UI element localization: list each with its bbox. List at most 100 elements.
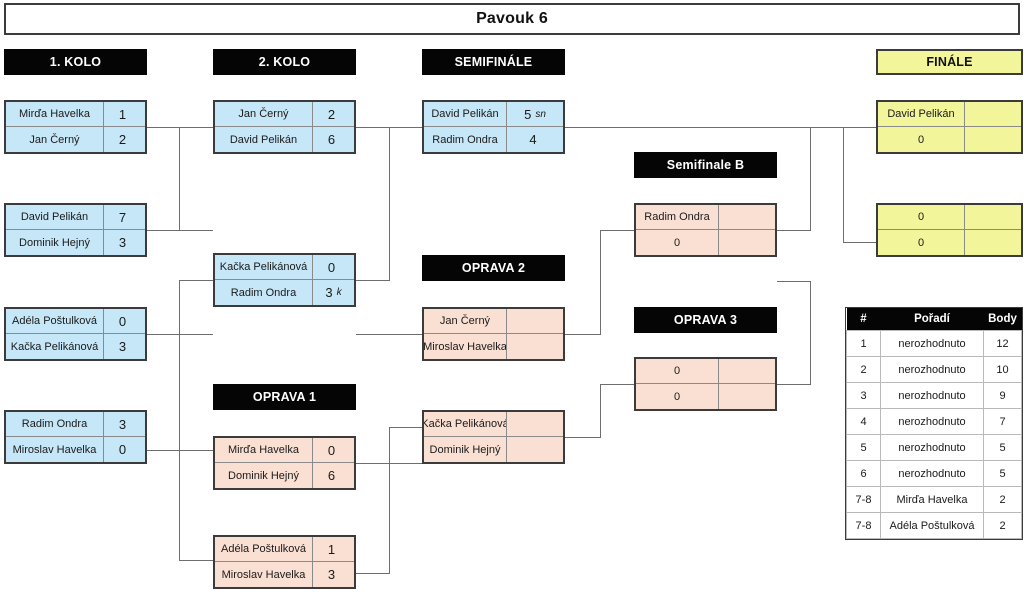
standings-points: 5 — [983, 434, 1022, 461]
score-value: 0 — [118, 313, 127, 329]
player-score — [507, 412, 563, 436]
match-row-bottom[interactable]: Dominik Hejný 6 — [215, 463, 354, 488]
match-box[interactable]: Adéla Poštulková 1 Miroslav Havelka 3 — [213, 535, 356, 589]
player-name: Radim Ondra — [424, 127, 507, 152]
connector-line — [810, 127, 811, 230]
match-box[interactable]: 0 0 — [634, 357, 777, 411]
standings-name: nerozhodnuto — [880, 434, 984, 461]
match-row-top[interactable]: David Pelikán 7 — [6, 205, 145, 230]
header-oprava-2: OPRAVA 2 — [422, 255, 565, 281]
table-row[interactable]: 7-8 Mirďa Havelka 2 — [846, 486, 1022, 513]
match-box[interactable]: David Pelikán 7 Dominik Hejný 3 — [4, 203, 147, 257]
score-value: 2 — [327, 106, 336, 122]
connector-line — [600, 384, 634, 385]
header-finale-label: FINÁLE — [926, 55, 973, 69]
match-row-bottom[interactable]: David Pelikán 6 — [215, 127, 354, 152]
standings-rank: 6 — [846, 460, 881, 487]
table-row[interactable]: 7-8 Adéla Poštulková 2 — [846, 512, 1022, 539]
connector-line — [600, 384, 601, 437]
score-value: 1 — [118, 106, 127, 122]
connector-line — [389, 427, 390, 573]
match-box[interactable]: Adéla Poštulková 0 Kačka Pelikánová 3 — [4, 307, 147, 361]
match-box[interactable]: Radim Ondra 3 Miroslav Havelka 0 — [4, 410, 147, 464]
player-name: Adéla Poštulková — [6, 309, 104, 333]
match-box[interactable]: Kačka Pelikánová Dominik Hejný — [422, 410, 565, 464]
connector-line — [147, 450, 213, 451]
player-name: Miroslav Havelka — [215, 562, 313, 587]
match-row-top[interactable]: Adéla Poštulková 0 — [6, 309, 145, 334]
match-row-bottom[interactable]: 0 — [878, 230, 1021, 255]
standings-name: nerozhodnuto — [880, 330, 984, 357]
table-row[interactable]: 1 nerozhodnuto 12 — [846, 330, 1022, 357]
score-value: 5 — [524, 106, 532, 122]
match-row-bottom[interactable]: Miroslav Havelka — [424, 334, 563, 359]
player-name: Kačka Pelikánová — [424, 412, 507, 436]
score-value: 7 — [118, 209, 127, 225]
page-title: Pavouk 6 — [476, 10, 548, 27]
score-value: 4 — [529, 132, 537, 147]
match-row-bottom[interactable]: Dominik Hejný — [424, 437, 563, 462]
match-box[interactable]: Mirďa Havelka 0 Dominik Hejný 6 — [213, 436, 356, 490]
score-value: 1 — [327, 541, 336, 557]
header-finale: FINÁLE — [876, 49, 1023, 75]
table-row[interactable]: 2 nerozhodnuto 10 — [846, 356, 1022, 383]
match-row-bottom[interactable]: Radim Ondra 4 — [424, 127, 563, 152]
player-name: Kačka Pelikánová — [215, 255, 313, 279]
player-name: Jan Černý — [424, 309, 507, 333]
match-row-top[interactable]: Adéla Poštulková 1 — [215, 537, 354, 562]
player-name: 0 — [878, 230, 965, 255]
match-row-bottom[interactable]: 0 — [636, 384, 775, 409]
match-box[interactable]: Jan Černý Miroslav Havelka — [422, 307, 565, 361]
player-score — [719, 359, 775, 383]
connector-line — [565, 334, 601, 335]
match-box[interactable]: Mirďa Havelka 1 Jan Černý 2 — [4, 100, 147, 154]
match-row-top[interactable]: Jan Černý — [424, 309, 563, 334]
match-row-top[interactable]: David Pelikán 5 sn — [424, 102, 563, 127]
match-box[interactable]: Jan Černý 2 David Pelikán 6 — [213, 100, 356, 154]
player-name: David Pelikán — [878, 102, 965, 126]
standings-name: nerozhodnuto — [880, 356, 984, 383]
match-row-bottom[interactable]: Dominik Hejný 3 — [6, 230, 145, 255]
player-name: Kačka Pelikánová — [6, 334, 104, 359]
player-score: 5 sn — [507, 102, 563, 126]
match-row-top[interactable]: Kačka Pelikánová — [424, 412, 563, 437]
table-row[interactable]: 4 nerozhodnuto 7 — [846, 408, 1022, 435]
standings-points: 12 — [983, 330, 1022, 357]
player-name: 0 — [636, 230, 719, 255]
match-row-bottom[interactable]: Jan Černý 2 — [6, 127, 145, 152]
header-round-1-label: 1. KOLO — [49, 55, 102, 69]
player-score: 6 — [313, 463, 354, 488]
match-row-bottom[interactable]: Miroslav Havelka 0 — [6, 437, 145, 462]
match-row-top[interactable]: 0 — [636, 359, 775, 384]
table-row[interactable]: 6 nerozhodnuto 5 — [846, 460, 1022, 487]
match-row-bottom[interactable]: Miroslav Havelka 3 — [215, 562, 354, 587]
player-score: 3 — [313, 562, 354, 587]
match-box[interactable]: David Pelikán 5 sn Radim Ondra 4 — [422, 100, 565, 154]
match-row-bottom[interactable]: Kačka Pelikánová 3 — [6, 334, 145, 359]
match-box[interactable]: Kačka Pelikánová 0 Radim Ondra 3 k — [213, 253, 356, 307]
score-value: 0 — [118, 442, 127, 457]
match-row-top[interactable]: David Pelikán — [878, 102, 1021, 127]
connector-line — [179, 280, 213, 281]
match-row-bottom[interactable]: 0 — [636, 230, 775, 255]
match-row-bottom[interactable]: 0 — [878, 127, 1021, 152]
match-box[interactable]: 0 0 — [876, 203, 1023, 257]
standings-name: nerozhodnuto — [880, 460, 984, 487]
match-row-bottom[interactable]: Radim Ondra 3 k — [215, 280, 354, 305]
match-row-top[interactable]: Mirďa Havelka 0 — [215, 438, 354, 463]
standings-table[interactable]: # Pořadí Body 1 nerozhodnuto 12 2 nerozh… — [845, 307, 1023, 540]
standings-points: 9 — [983, 382, 1022, 409]
connector-line — [147, 230, 213, 231]
match-row-top[interactable]: Jan Černý 2 — [215, 102, 354, 127]
match-row-top[interactable]: Radim Ondra 3 — [6, 412, 145, 437]
table-row[interactable]: 3 nerozhodnuto 9 — [846, 382, 1022, 409]
match-row-top[interactable]: 0 — [878, 205, 1021, 230]
match-box[interactable]: David Pelikán 0 — [876, 100, 1023, 154]
match-box[interactable]: Radim Ondra 0 — [634, 203, 777, 257]
match-row-top[interactable]: Kačka Pelikánová 0 — [215, 255, 354, 280]
player-score: 3 — [104, 334, 145, 359]
match-row-top[interactable]: Radim Ondra — [636, 205, 775, 230]
table-row[interactable]: 5 nerozhodnuto 5 — [846, 434, 1022, 461]
connector-line — [356, 573, 390, 574]
match-row-top[interactable]: Mirďa Havelka 1 — [6, 102, 145, 127]
